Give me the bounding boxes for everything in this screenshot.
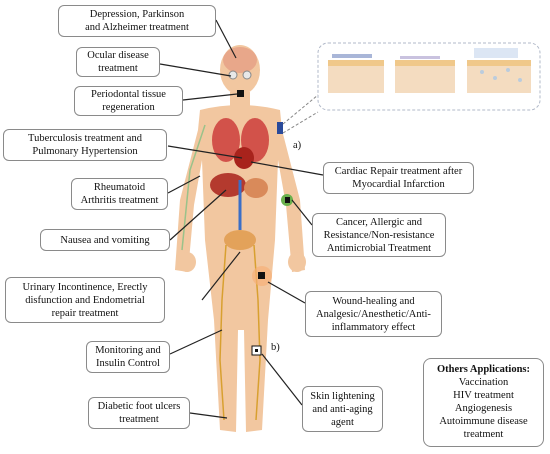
panel-marker-a: a) [293, 140, 302, 151]
patch-arm [277, 122, 283, 134]
patch-thigh [258, 272, 265, 279]
heart [234, 147, 254, 169]
stomach [244, 178, 268, 198]
patch-mouth [237, 90, 244, 97]
label-diabetic-foot-ulcers: Diabetic foot ulcers treatment [88, 397, 190, 429]
panel-marker-b: b) [271, 342, 280, 353]
eye-left [228, 70, 238, 80]
label-skin-lightening: Skin lightening and anti-aging agent [302, 386, 383, 432]
label-rheumatoid-arthritis: Rheumatoid Arthritis treatment [71, 178, 168, 210]
others-item: Autoimmune disease treatment [439, 416, 528, 440]
connector-lines [159, 19, 324, 419]
label-ocular-disease: Ocular disease treatment [76, 47, 160, 77]
brain-illustration [223, 47, 257, 73]
intestine [224, 230, 256, 250]
label-urinary-endometrial: Urinary Incontinence, Erectly disfunctio… [5, 277, 165, 323]
label-wound-healing: Wound-healing and Analgesic/Anesthetic/A… [305, 291, 442, 337]
label-monitoring-insulin: Monitoring and Insulin Control [86, 341, 170, 373]
liver [210, 173, 246, 197]
others-item: Angiogenesis [454, 403, 513, 414]
others-item: Vaccination [458, 377, 509, 388]
others-applications-box: Others Applications: Vaccination HIV tre… [423, 358, 544, 447]
label-cardiac-repair: Cardiac Repair treatment after Myocardia… [323, 162, 474, 194]
label-depression-parkinson-alzheimer: Depression, Parkinson and Alzheimer trea… [58, 5, 216, 37]
others-item: HIV treatment [453, 390, 514, 401]
label-cancer-allergic-antimicrobial: Cancer, Allergic and Resistance/Non-resi… [312, 213, 446, 257]
eye-right [242, 70, 252, 80]
label-nausea-vomiting: Nausea and vomiting [40, 229, 170, 251]
label-periodontal-regeneration: Periodontal tissue regeneration [74, 86, 183, 116]
label-tuberculosis-pulmonary: Tuberculosis treatment and Pulmonary Hyp… [3, 129, 167, 161]
microneedle-inset [317, 42, 541, 111]
others-applications-title: Others Applications: [436, 364, 531, 375]
lung-left [212, 118, 240, 162]
